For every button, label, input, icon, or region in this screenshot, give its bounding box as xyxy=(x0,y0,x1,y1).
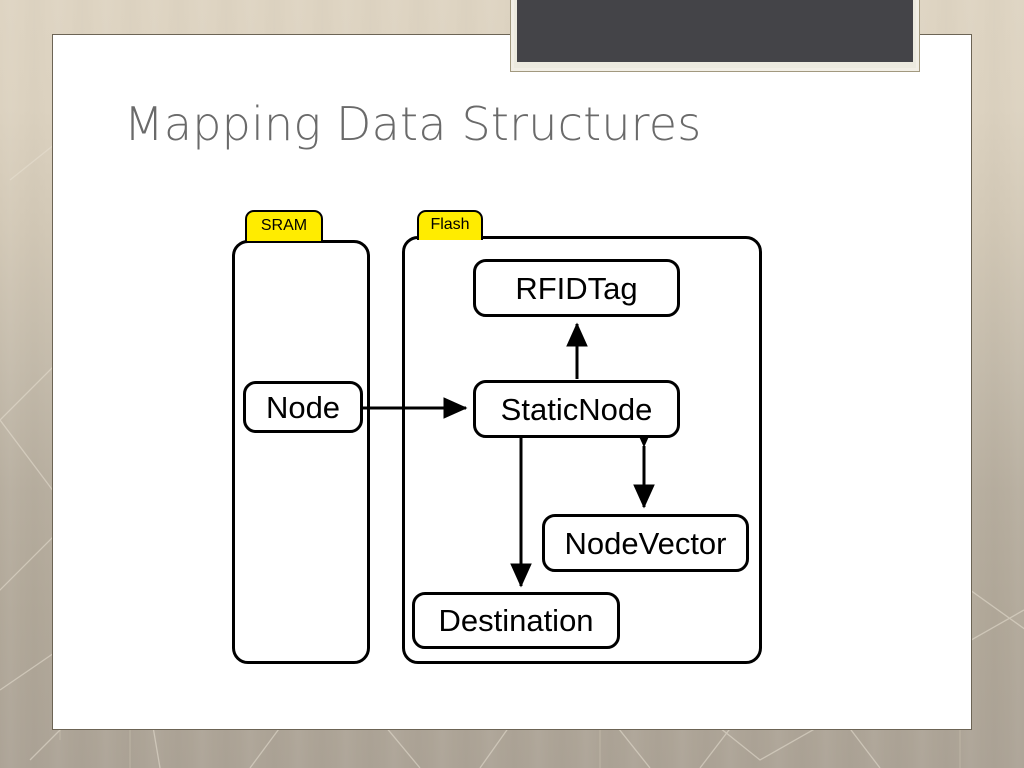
header-decoration-block xyxy=(517,0,913,62)
page-title: Mapping Data Structures xyxy=(124,97,702,151)
header-decoration-frame xyxy=(510,0,920,72)
header-decoration-matte xyxy=(514,0,916,68)
